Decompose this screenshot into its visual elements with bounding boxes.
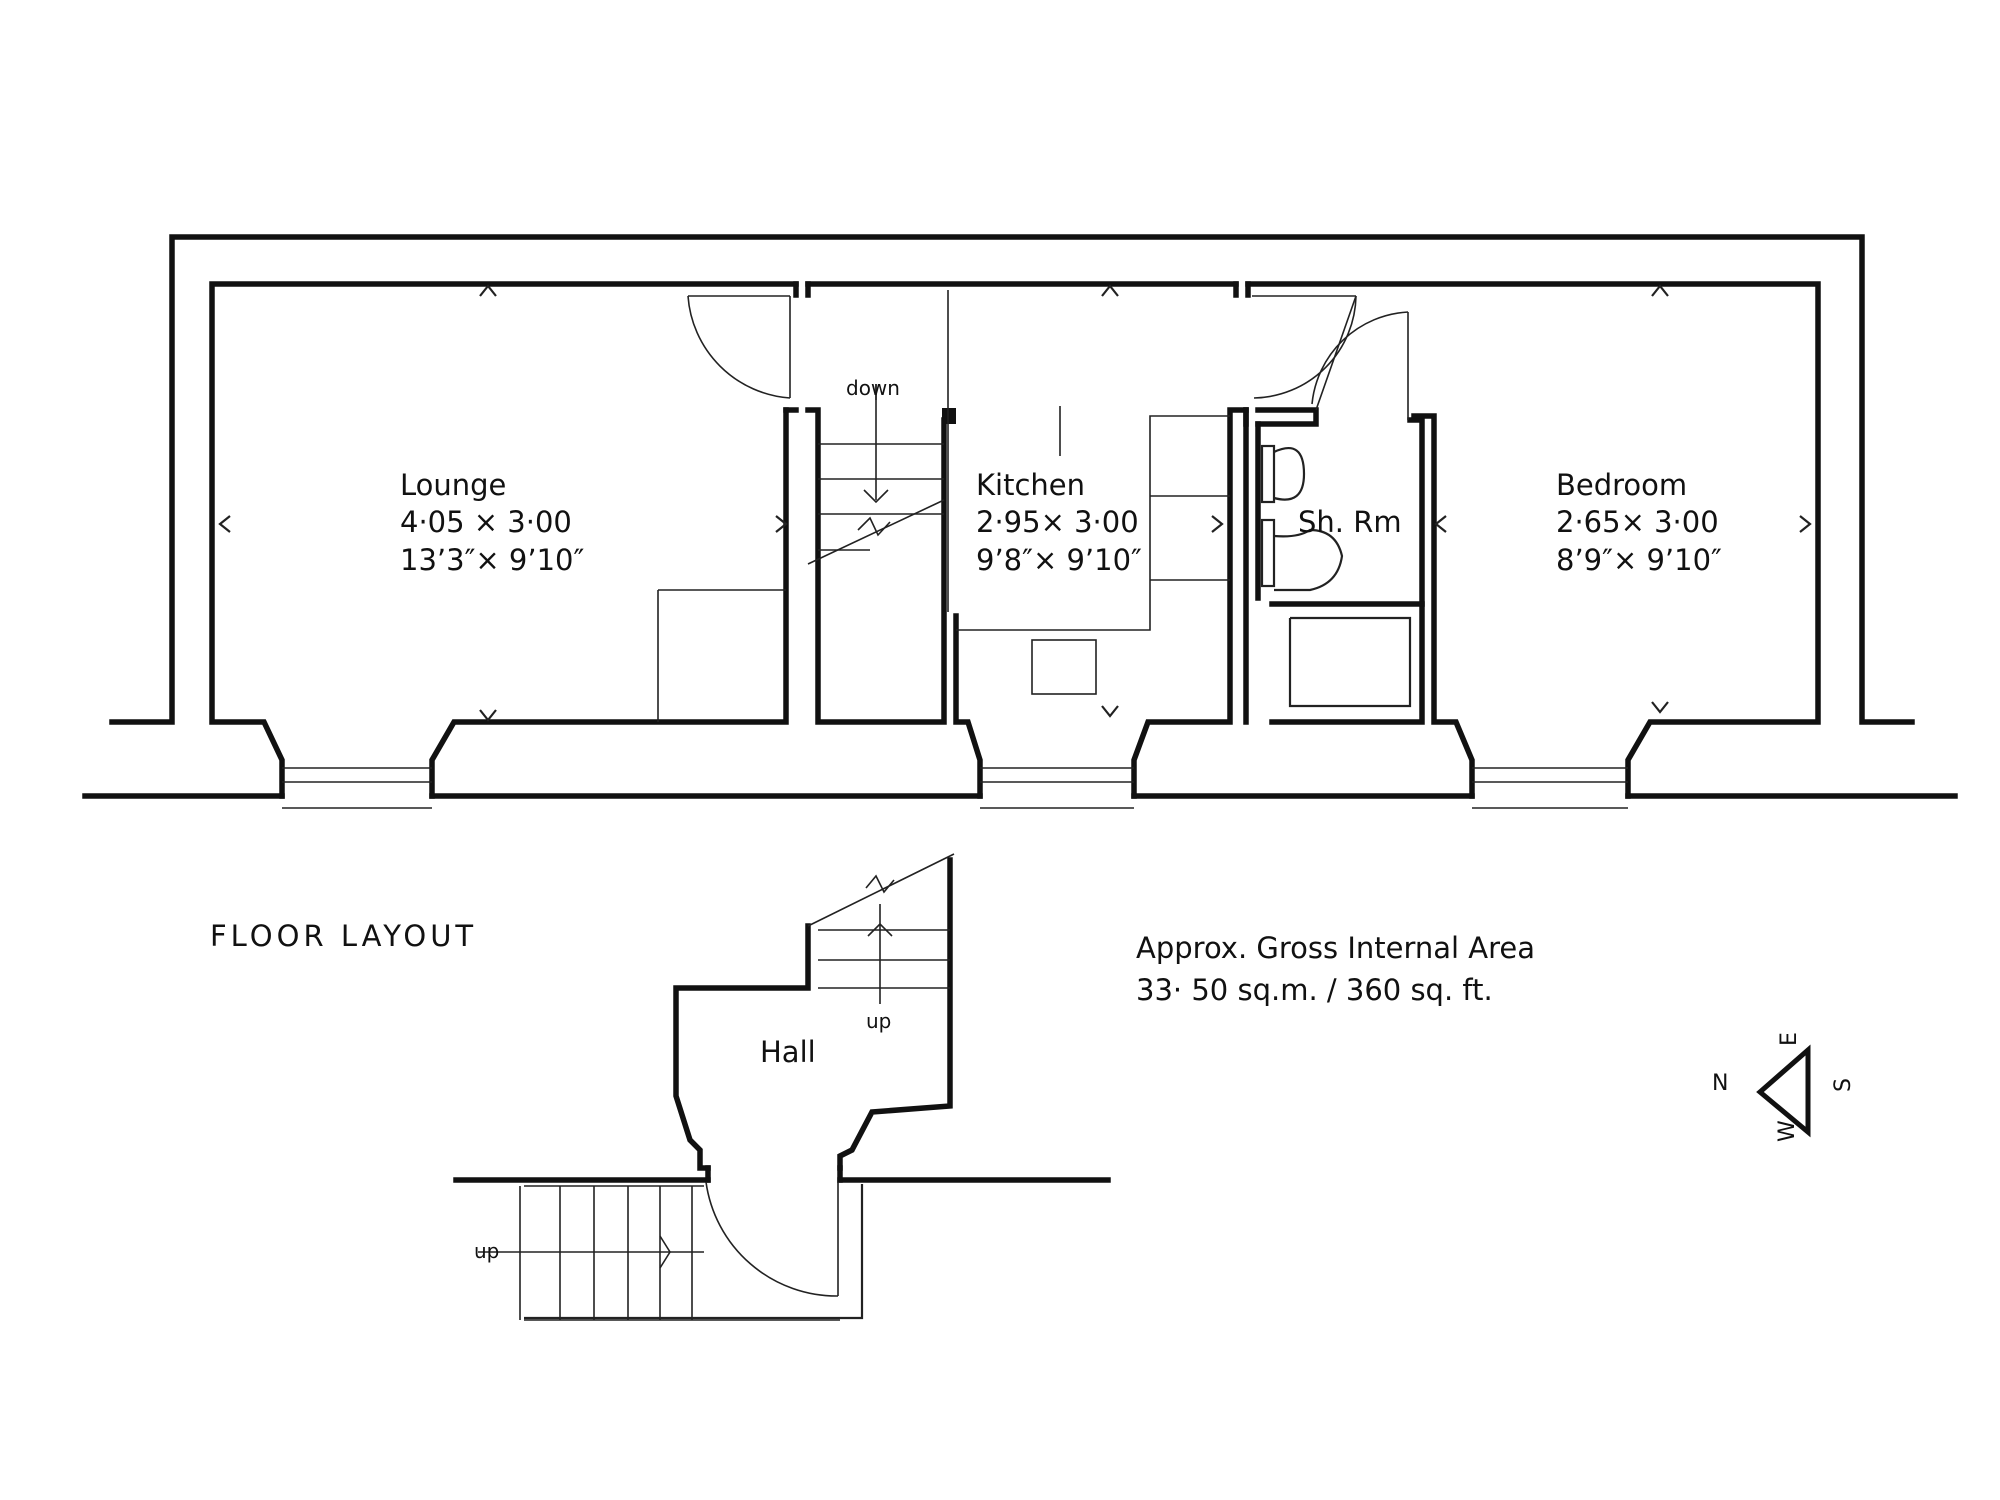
compass-e: E xyxy=(1777,1032,1802,1046)
window-bedroom xyxy=(1472,767,1628,809)
kitchen-units xyxy=(947,290,1230,695)
kitchen-label: Kitchen 2·95× 3·00 9’8″× 9’10″ xyxy=(976,468,1142,577)
wc xyxy=(1260,444,1306,504)
room-name-kitchen: Kitchen xyxy=(976,468,1085,502)
stairs-up-label: up xyxy=(866,1009,891,1033)
lounge-door xyxy=(687,295,791,399)
room-name-lounge: Lounge xyxy=(400,468,506,502)
window-lounge xyxy=(282,767,432,809)
plan-title: FLOOR LAYOUT xyxy=(210,919,477,953)
window-kitchen xyxy=(980,767,1134,809)
stair-walls xyxy=(805,281,1239,725)
bedroom-door xyxy=(1252,295,1409,420)
room-imperial-bedroom: 8’9″× 9’10″ xyxy=(1556,543,1722,577)
exterior-walls xyxy=(82,234,1958,799)
entrance-up-label: up xyxy=(474,1239,499,1263)
room-metric-kitchen: 2·95× 3·00 xyxy=(976,505,1139,539)
room-name-shower: Sh. Rm xyxy=(1298,505,1402,539)
hall-stairs xyxy=(807,853,955,1004)
room-metric-lounge: 4·05 × 3·00 xyxy=(400,505,572,539)
shower-room-walls xyxy=(1243,281,1821,799)
room-imperial-kitchen: 9’8″× 9’10″ xyxy=(976,543,1142,577)
compass-s: S xyxy=(1831,1078,1856,1092)
column xyxy=(942,408,956,424)
cooker xyxy=(1031,639,1097,695)
compass-n: N xyxy=(1712,1071,1728,1096)
dimension-marks xyxy=(218,284,1812,722)
lounge-walls xyxy=(209,281,799,799)
room-name-bedroom: Bedroom xyxy=(1556,468,1687,502)
compass-icon: N E S W xyxy=(1712,1032,1856,1142)
compass-w: W xyxy=(1775,1120,1800,1142)
room-name-hall: Hall xyxy=(760,1035,816,1069)
bedroom-label: Bedroom 2·65× 3·00 8’9″× 9’10″ xyxy=(1556,468,1722,577)
stairs-down xyxy=(807,384,945,565)
lounge-label: Lounge 4·05 × 3·00 13’3″× 9’10″ xyxy=(400,468,584,577)
basin xyxy=(1260,518,1344,592)
stairs-down-label: down xyxy=(846,376,900,400)
area-line-1: Approx. Gross Internal Area xyxy=(1136,931,1535,965)
area-line-2: 33· 50 sq.m. / 360 sq. ft. xyxy=(1136,973,1493,1007)
entrance-door xyxy=(524,1181,864,1320)
room-metric-bedroom: 2·65× 3·00 xyxy=(1556,505,1719,539)
hall-walls xyxy=(453,857,1111,1183)
entrance-steps xyxy=(478,1185,840,1321)
room-imperial-lounge: 13’3″× 9’10″ xyxy=(400,543,584,577)
kitchen-walls xyxy=(953,281,1249,799)
